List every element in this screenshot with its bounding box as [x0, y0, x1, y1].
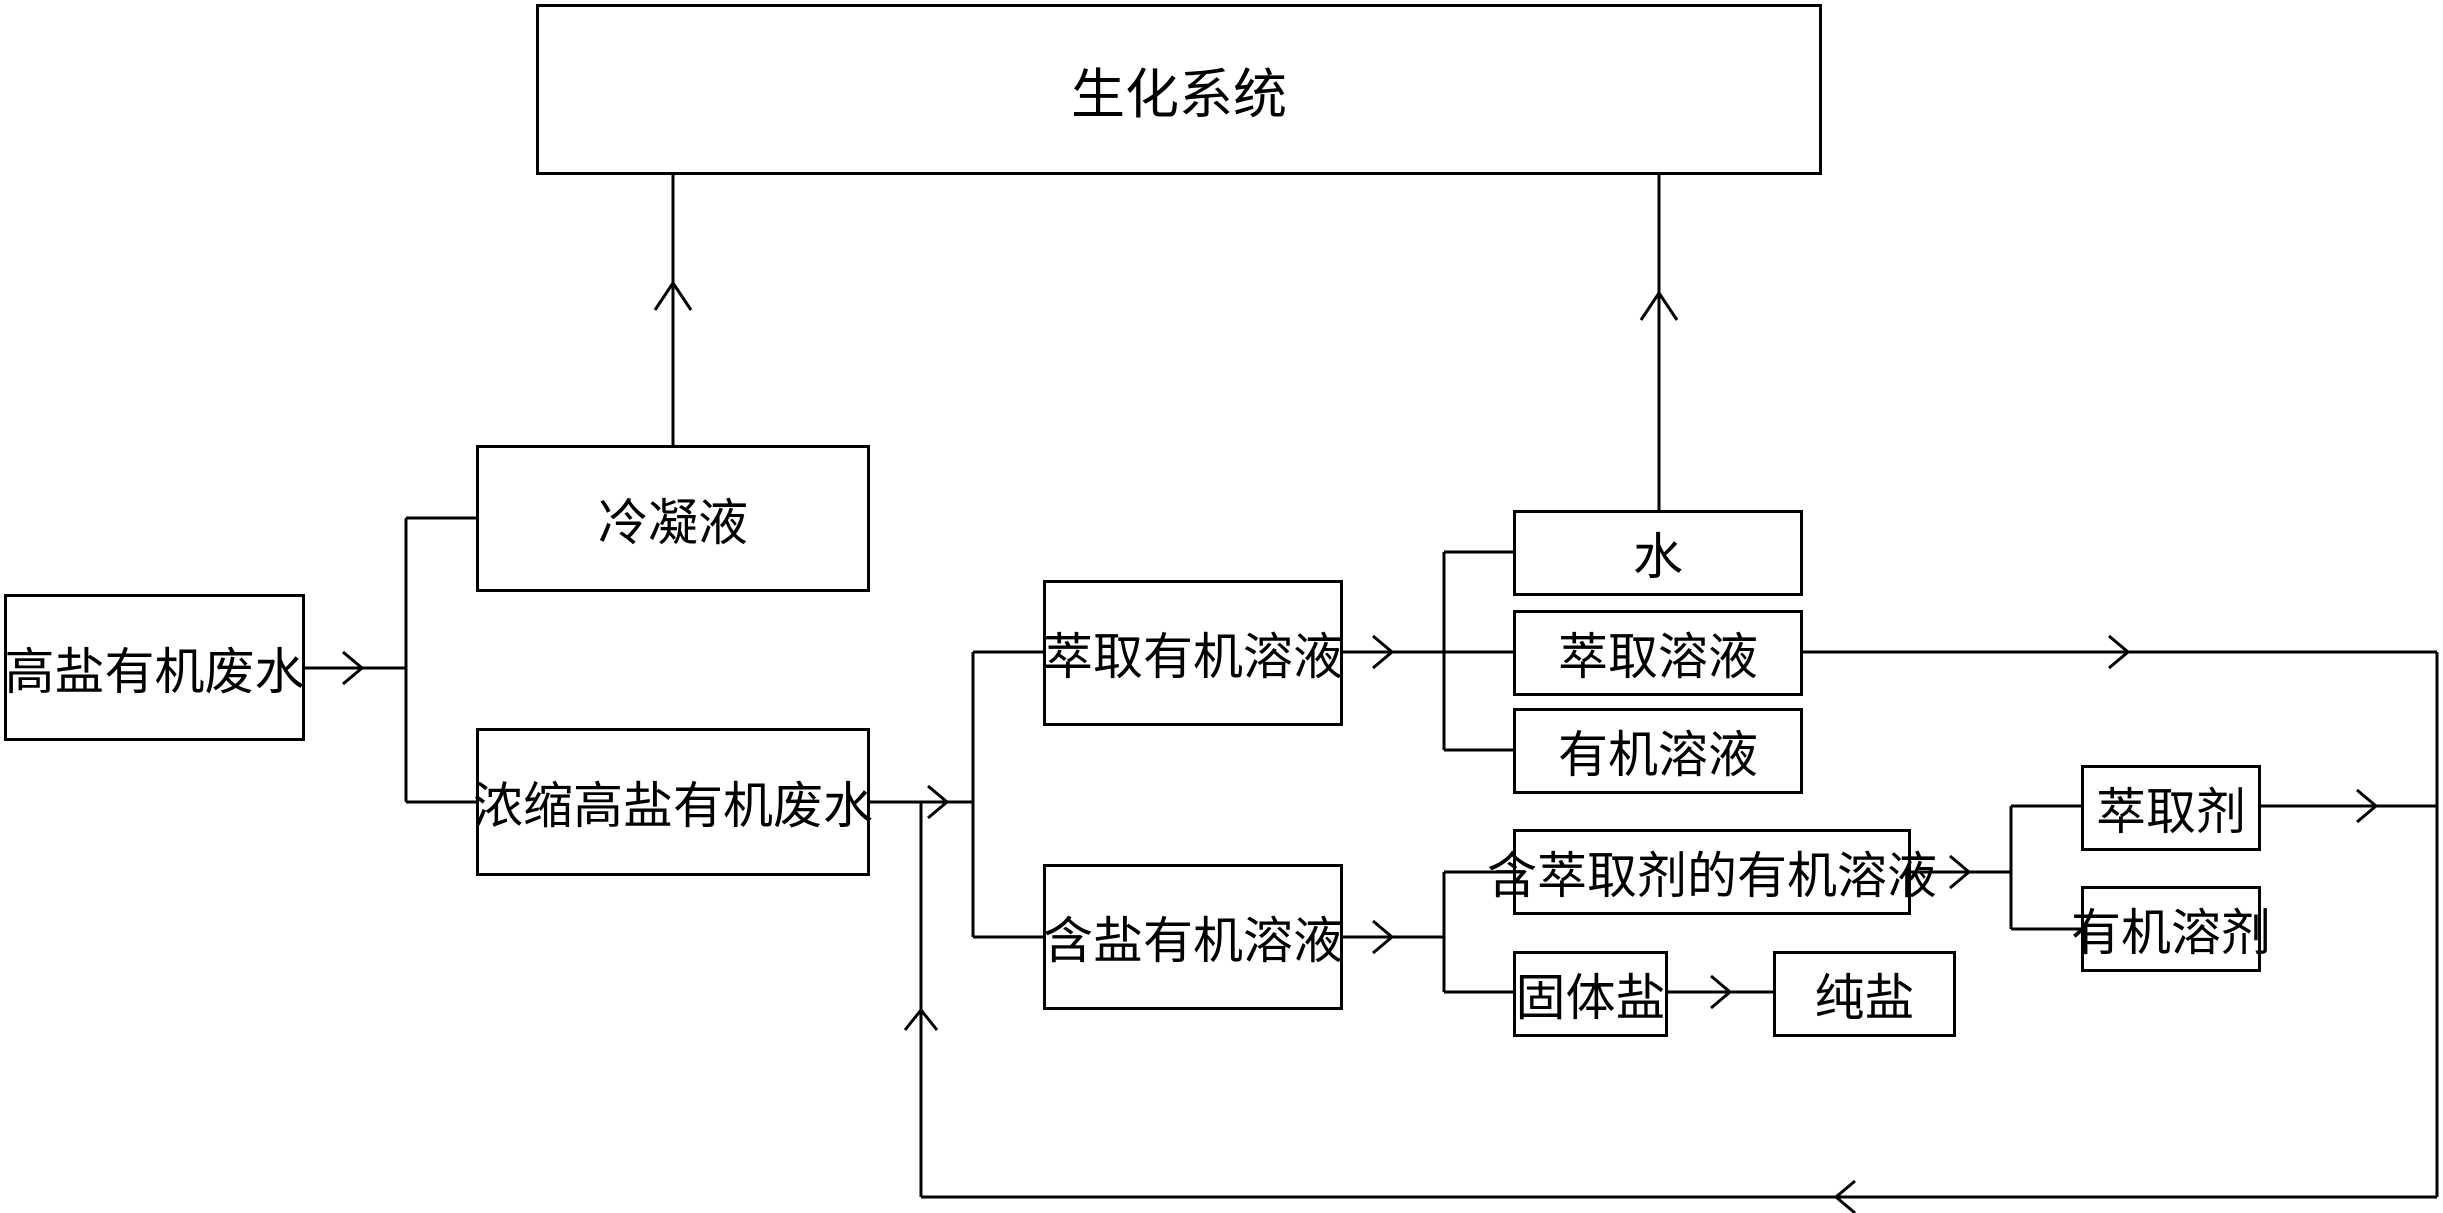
condensate-box: 冷凝液: [476, 445, 870, 592]
biochem-system-box: 生化系统: [536, 4, 1822, 175]
organic-solvent-box: 有机溶剂: [2071, 886, 2271, 972]
pure-salt-box: 纯盐: [1773, 951, 1956, 1037]
org-with-extractant-out-arrowhead: [1949, 854, 1972, 890]
concentrated-out-arrowhead: [927, 784, 950, 820]
organic-solution-box: 有机溶液: [1513, 708, 1803, 794]
water-to-biochem-arrowhead: [1639, 290, 1679, 321]
organic-solution-with-extractant-box: 含萃取剂的有机溶液: [1487, 829, 1937, 915]
extract-sol-recycle-arrowhead: [2108, 634, 2131, 670]
concentrated-wastewater-box: 浓缩高盐有机废水: [473, 728, 873, 876]
salt-org-out-arrowhead: [1372, 919, 1395, 955]
bottom-return-arrowhead: [1833, 1179, 1856, 1213]
salt-organic-solution-box: 含盐有机溶液: [1043, 864, 1343, 1010]
extract-org-out-arrowhead: [1372, 634, 1395, 670]
solid-salt-box: 固体盐: [1513, 951, 1668, 1037]
left-return-arrowhead: [903, 1007, 939, 1031]
raw-wastewater-box: 高盐有机废水: [4, 594, 305, 741]
extract-organic-solution-box: 萃取有机溶液: [1043, 580, 1343, 726]
extractant-recycle-arrowhead: [2356, 788, 2379, 824]
extract-solution-box: 萃取溶液: [1513, 610, 1803, 696]
condensate-to-biochem-arrowhead: [653, 280, 693, 311]
raw-out-arrowhead: [342, 650, 365, 686]
extractant-box: 萃取剂: [2081, 765, 2261, 851]
water-box: 水: [1513, 510, 1803, 596]
solid-salt-to-pure-salt-arrowhead: [1710, 974, 1733, 1010]
